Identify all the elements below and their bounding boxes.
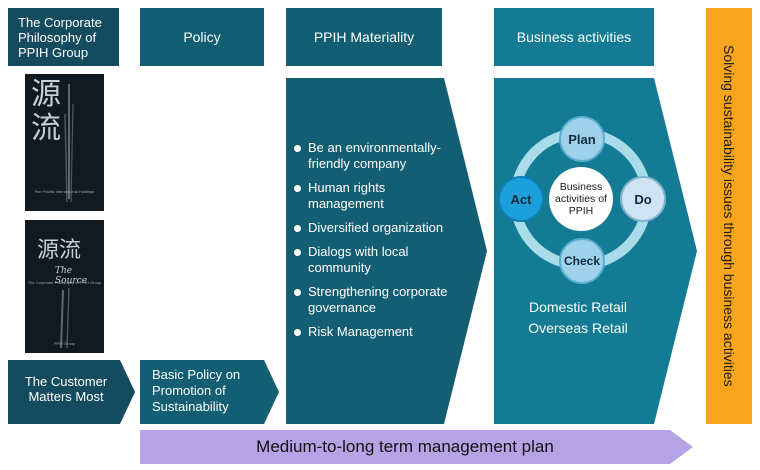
materiality-item: Human rights management (294, 180, 464, 212)
plan-arrow-shape (140, 430, 693, 464)
materiality-item: Risk Management (294, 324, 464, 340)
retail-domestic: Domestic Retail (528, 299, 628, 315)
cycle-do: Do (620, 176, 666, 222)
retail-overseas: Overseas Retail (528, 320, 628, 336)
cycle-act: Act (498, 176, 544, 222)
header-philosophy: The Corporate Philosophy of PPIH Group (8, 8, 119, 66)
cycle-plan: Plan (559, 116, 605, 162)
book2-tagline: The Corporate Philosophy of PPIH Group (27, 280, 102, 285)
book2-art (60, 287, 70, 349)
header-business-label: Business activities (516, 29, 632, 45)
cycle-plan-label: Plan (568, 131, 596, 147)
basic-policy-text: Basic Policy on Promotion of Sustainabil… (152, 367, 241, 414)
cycle-check-label: Check (563, 254, 601, 268)
cycle-center: Business activities of PPIH (549, 167, 613, 231)
materiality-arrow-shape (286, 78, 487, 424)
header-policy: Policy (140, 8, 264, 66)
header-materiality-label: PPIH Materiality (313, 29, 415, 45)
cycle-do-label: Do (634, 191, 652, 207)
book2-title: 源流 (37, 238, 82, 263)
book-cover-2: 源流 The Source The Corporate Philosophy o… (25, 220, 104, 353)
cycle-center-label: Business activities of PPIH (555, 181, 607, 217)
basic-policy-arrow-shape (140, 360, 279, 424)
materiality-item: Strengthening corporate governance (294, 284, 464, 316)
header-materiality: PPIH Materiality (286, 8, 442, 66)
materiality-list: Be an environmentally-friendly company H… (294, 140, 464, 348)
customer-arrow-shape (8, 360, 135, 424)
cycle-check: Check (559, 238, 605, 284)
materiality-item: Be an environmentally-friendly company (294, 140, 464, 172)
header-philosophy-label: The Corporate Philosophy of PPIH Group (18, 14, 102, 60)
customer-matters-text: The Customer Matters Most (24, 374, 108, 404)
materiality-item: Diversified organization (294, 220, 464, 236)
book2-subtitle: The Source (55, 266, 88, 286)
solving-sustainability-bar: Solving sustainability issues through bu… (706, 8, 752, 424)
book1-art (64, 84, 74, 203)
materiality-item: Dialogs with local community (294, 244, 464, 276)
book2-publisher: PPIH Group (53, 341, 76, 346)
solving-sustainability-label: Solving sustainability issues through bu… (721, 45, 737, 387)
book1-title: 源流 (31, 77, 61, 146)
book1-publisher: Pan Pacific International Holdings (34, 189, 95, 194)
cycle-act-label: Act (510, 191, 532, 207)
book-cover-1: 源流 Pan Pacific International Holdings (25, 74, 104, 211)
header-business: Business activities (494, 8, 654, 66)
header-policy-label: Policy (183, 29, 221, 45)
plan-bar-label: Medium-to-long term management plan (256, 437, 554, 456)
